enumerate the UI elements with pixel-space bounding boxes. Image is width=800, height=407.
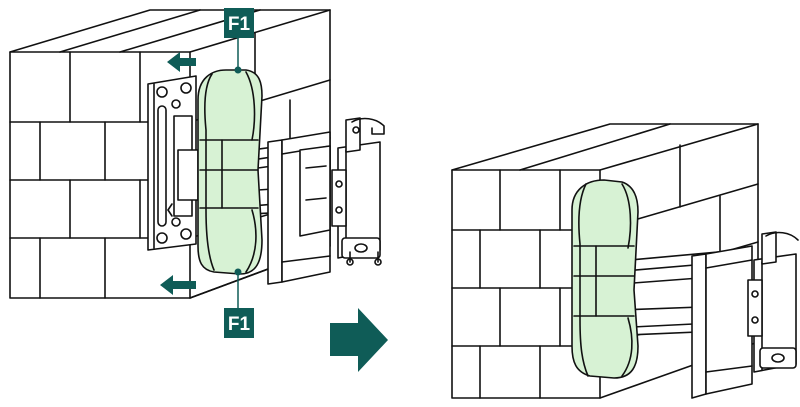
f1-tag-bottom-text: F1: [228, 314, 251, 335]
right-arrow-icon: [330, 308, 388, 372]
cover-f1-right: [571, 179, 639, 379]
f1-tag-top-text: F1: [228, 14, 251, 35]
left-arrow-icon-top: [167, 52, 196, 72]
cover-f1-left: [197, 69, 263, 275]
f1-tag-bottom: [224, 308, 254, 338]
tv-bracket-right: [747, 231, 799, 373]
wall-plate-left: [147, 75, 199, 251]
swing-arm-right: [603, 245, 753, 399]
tv-bracket-left: [331, 117, 385, 266]
callout-bottom: F1: [224, 268, 254, 338]
step-one-illustration: F1 F1: [9, 8, 385, 338]
f1-tag-top: [224, 8, 254, 38]
step-two-illustration: [451, 123, 799, 399]
left-arrow-icon-bottom: [160, 275, 196, 295]
callout-top: F1: [224, 8, 254, 74]
